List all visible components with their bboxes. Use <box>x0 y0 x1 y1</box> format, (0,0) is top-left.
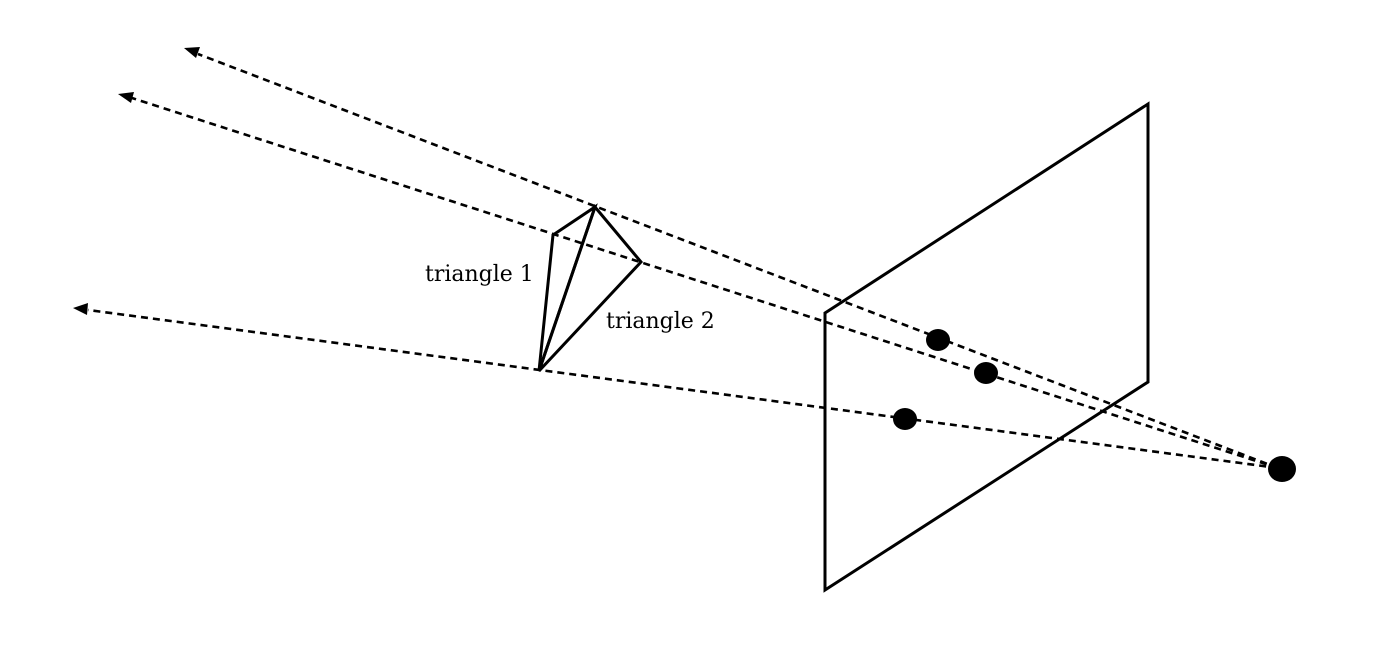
projected-point-top <box>926 329 950 351</box>
projection-rays <box>73 47 1279 470</box>
triangle-2-shape <box>537 203 644 373</box>
projected-point-bottom <box>893 408 917 430</box>
ray-top-arrowhead <box>184 47 200 58</box>
ray-top-vertex <box>197 52 1279 470</box>
projected-point-right <box>974 362 998 384</box>
projected-points <box>893 329 998 430</box>
camera-center <box>1268 456 1296 482</box>
triangle-mesh <box>537 203 644 373</box>
ray-right-arrowhead <box>118 92 134 103</box>
ray-bottom-arrowhead <box>73 303 88 315</box>
triangle-2-label: triangle 2 <box>606 309 715 334</box>
ray-bottom-vertex <box>87 308 1279 470</box>
ray-right-vertex <box>131 96 1279 470</box>
image-plane <box>823 101 1150 593</box>
triangle-1-label: triangle 1 <box>425 262 534 287</box>
